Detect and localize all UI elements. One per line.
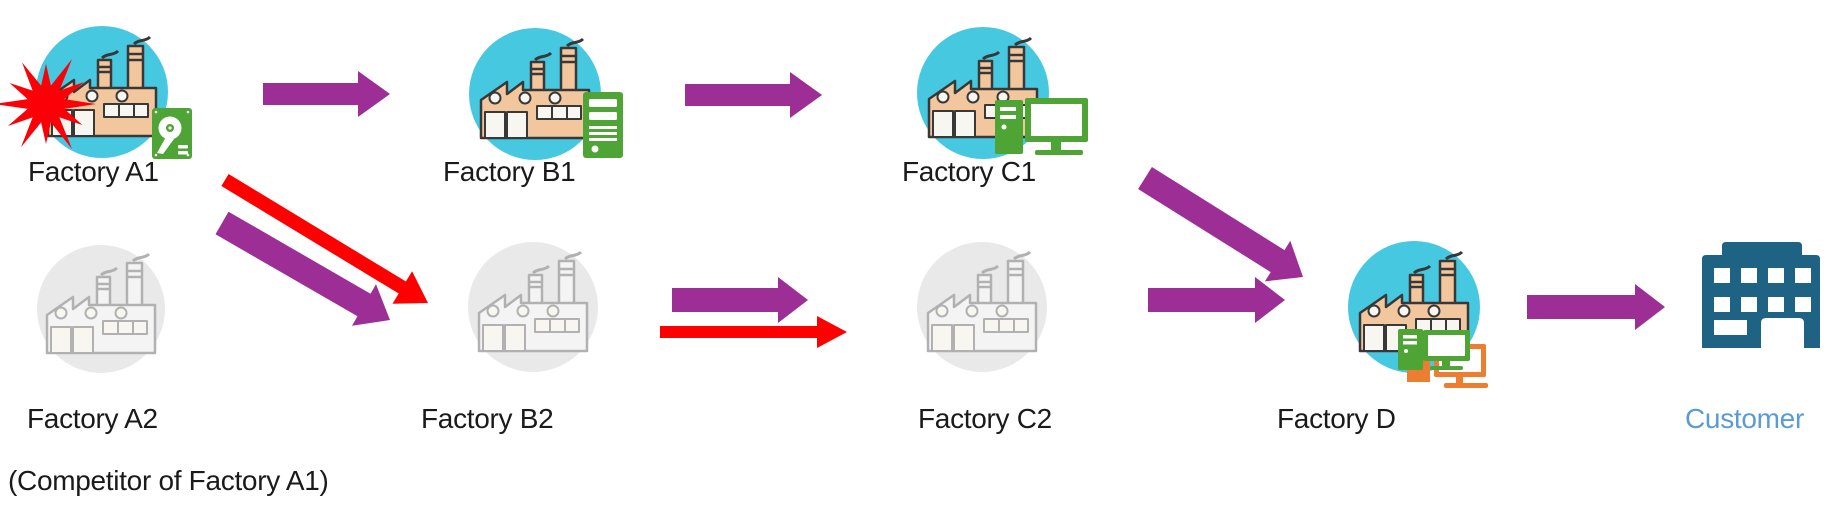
factory-a2-sublabel: (Competitor of Factory A1) bbox=[8, 465, 329, 496]
node-factory-d bbox=[1348, 241, 1488, 388]
arrow-a1-to-b1-flow bbox=[263, 71, 390, 117]
factory-c2-label: Factory C2 bbox=[918, 403, 1052, 434]
factory-a2-label: Factory A2 bbox=[27, 403, 158, 434]
arrow-b2-to-c2-flow bbox=[672, 277, 808, 323]
arrow-a1-to-b2-flow bbox=[215, 211, 390, 326]
hard-drive-icon bbox=[152, 108, 192, 159]
server-icon bbox=[583, 92, 623, 158]
explosion-icon bbox=[0, 59, 96, 149]
arrow-b1-to-c1-flow bbox=[685, 72, 822, 118]
node-customer bbox=[1702, 242, 1820, 348]
node-factory-b2 bbox=[468, 242, 598, 372]
node-factory-c1 bbox=[917, 27, 1088, 159]
customer-label: Customer bbox=[1685, 403, 1804, 434]
arrow-c2-to-d-flow bbox=[1148, 277, 1285, 323]
desktop-computer-icon bbox=[995, 98, 1088, 155]
factory-b1-label: Factory B1 bbox=[443, 156, 576, 187]
factory-c1-label: Factory C1 bbox=[902, 156, 1036, 187]
node-factory-c2 bbox=[917, 242, 1047, 372]
arrow-d-to-customer-flow bbox=[1527, 284, 1665, 330]
factory-b2-label: Factory B2 bbox=[421, 403, 554, 434]
arrow-b2-to-c2-disruption bbox=[660, 316, 847, 348]
node-factory-a1 bbox=[0, 26, 192, 159]
factory-a1-label: Factory A1 bbox=[28, 156, 159, 187]
office-building-icon bbox=[1702, 242, 1820, 348]
node-factory-a2 bbox=[37, 245, 165, 373]
node-factory-b1 bbox=[469, 28, 623, 160]
desktop-computer-green-icon bbox=[1398, 329, 1470, 370]
arrow-a1-to-b2-disruption bbox=[221, 174, 428, 304]
factory-d-label: Factory D bbox=[1277, 403, 1396, 434]
arrow-c1-to-d-flow bbox=[1138, 167, 1303, 282]
